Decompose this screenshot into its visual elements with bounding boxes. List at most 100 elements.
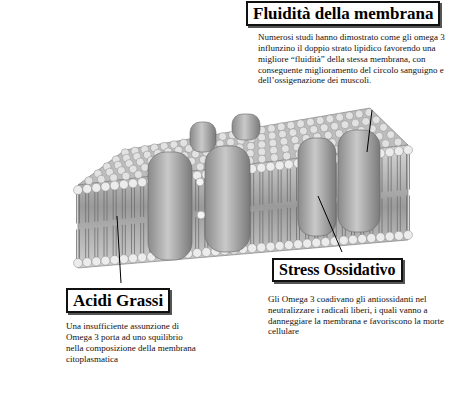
lipid-tail (125, 188, 126, 218)
lipid-tail (253, 212, 254, 245)
lipid-head (284, 241, 293, 250)
leader-line (318, 196, 342, 252)
lipid-head (394, 138, 402, 146)
lipid-head (345, 112, 353, 120)
lipid-tail (250, 212, 251, 245)
lipid-head (279, 130, 287, 138)
lipid-tail (272, 210, 273, 243)
lipid-tail (281, 170, 282, 203)
lipid-head (367, 234, 376, 243)
lipid-head (341, 121, 349, 129)
lipid-head (394, 147, 403, 156)
lipid-head (227, 138, 235, 146)
lipid-head (83, 184, 92, 193)
ion-dot (196, 178, 204, 186)
callout-box: Fluidità della membranaNumerosi studi ha… (246, 1, 450, 86)
callout-text: Gli Omega 3 coadivano gli antiossidanti … (268, 294, 448, 337)
lipid-tail (253, 173, 254, 206)
lipid-head (275, 241, 284, 250)
lipid-head (138, 253, 147, 262)
lipid-head (97, 175, 105, 183)
protein-shape (298, 138, 336, 236)
protein-shape (148, 152, 192, 260)
lipid-head (110, 181, 119, 190)
lipid-head (83, 258, 92, 267)
lipid-head (119, 180, 128, 189)
callout-heading: Fluidità della membrana (246, 1, 440, 26)
lipid-head (351, 119, 359, 127)
lipid-head (74, 259, 83, 268)
lipid-head (362, 117, 370, 125)
lipid-tail (143, 186, 144, 217)
lipid-head (266, 162, 275, 171)
lipid-tail (134, 224, 135, 255)
lipid-head (275, 161, 284, 170)
lipid-tail (104, 227, 105, 257)
lipid-tail (281, 209, 282, 242)
lipid-head (299, 127, 307, 135)
lipid-tail (116, 226, 117, 256)
lipid-tail (400, 196, 401, 231)
lipid-head (358, 234, 367, 243)
lipid-tail (195, 180, 196, 212)
protein-shape (338, 130, 380, 232)
lipid-head (349, 235, 358, 244)
leader-line (367, 110, 372, 152)
lipid-tail (107, 227, 108, 257)
lipid-head (291, 136, 299, 144)
protein-shape (232, 114, 260, 140)
lipid-head (270, 146, 278, 154)
lipid-head (376, 233, 385, 242)
lipid-head (306, 118, 314, 126)
lipid-tail (94, 228, 95, 258)
lipid-tail (88, 229, 89, 259)
lipid-head (320, 124, 328, 132)
lipid-head (372, 116, 380, 124)
callout-box: Acidi GrassiUna insufficiente assunzione… (66, 288, 198, 364)
lipid-head (258, 148, 266, 156)
protein-shape (190, 122, 216, 152)
lipid-head (193, 248, 202, 257)
lipid-head (270, 154, 278, 162)
callout-heading: Stress Ossidativo (272, 258, 403, 282)
lipid-head (257, 243, 266, 252)
callout-text: Numerosi studi hanno dimostrato come gli… (258, 32, 450, 86)
lipid-tail (116, 190, 117, 220)
lipid-head (379, 123, 387, 131)
lipid-tail (272, 171, 273, 204)
lipid-head (85, 177, 93, 185)
lipid-head (92, 257, 101, 266)
lipid-tail (125, 225, 126, 255)
lipid-head (310, 125, 318, 133)
lipid-tail (259, 172, 260, 205)
lipid-tail (290, 208, 291, 241)
lipid-head (277, 123, 285, 131)
lipid-tail (290, 168, 291, 201)
lipid-tail (406, 154, 407, 190)
lipid-tail (406, 196, 407, 232)
lipid-head (258, 155, 266, 163)
lipid-head (266, 242, 275, 251)
lipid-tail (409, 154, 410, 190)
lipid-tail (269, 171, 270, 204)
lipid-head (134, 171, 142, 179)
lipid-head (269, 139, 277, 147)
lipid-tail (382, 157, 383, 192)
lipid-head (284, 160, 293, 169)
lipid-head (385, 232, 394, 241)
lipid-head (404, 231, 413, 240)
lipid-head (312, 238, 321, 247)
lipid-tail (382, 198, 383, 233)
lipid-head (331, 122, 339, 130)
lipid-head (267, 125, 275, 133)
lipid-head (303, 239, 312, 248)
lipid-tail (198, 217, 199, 249)
ion-dot (197, 211, 205, 219)
lipid-tail (409, 196, 410, 232)
lipid-head (196, 163, 204, 171)
lipid-head (387, 131, 395, 139)
lipid-tail (97, 192, 98, 222)
lipid-tail (122, 188, 123, 218)
lipid-head (122, 172, 130, 180)
leader-line (117, 216, 121, 283)
